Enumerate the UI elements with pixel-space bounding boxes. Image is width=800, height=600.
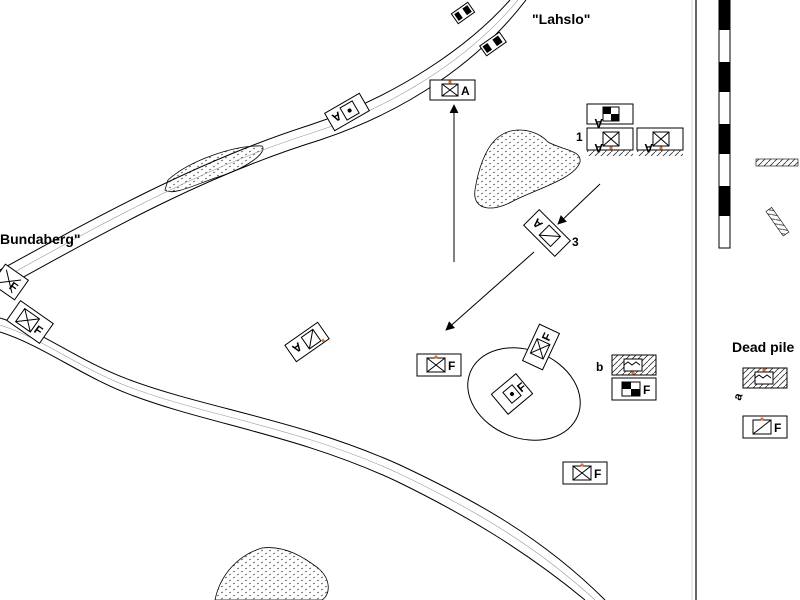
unit-counter-icon: F: [521, 323, 561, 371]
unit-counter-icon: F: [416, 353, 462, 377]
legend-marker: a: [730, 391, 746, 402]
unit-letter: A: [594, 141, 603, 155]
arrow-icon: [557, 183, 601, 225]
place-label-lahslo: "Lahslo": [532, 11, 590, 27]
unit-counter-icon: A: [636, 127, 684, 156]
unit-counter-icon: F: [490, 373, 534, 415]
wooded-area: [164, 145, 264, 193]
arrow-icon: [445, 251, 535, 331]
wooded-area: [474, 129, 581, 209]
debris-piece: [755, 158, 799, 167]
unit-letter: F: [774, 421, 781, 435]
unit-counter-icon: A: [522, 208, 572, 258]
debris-piece: [765, 207, 790, 237]
house-icon: [450, 1, 476, 25]
unit-counter-icon: A: [586, 127, 634, 156]
house-icon: [479, 31, 507, 57]
unit-counter-icon: F: [742, 415, 788, 439]
unit-counter-icon: [611, 354, 657, 376]
unit-counter-icon: F: [611, 377, 657, 401]
unit-letter: A: [461, 84, 470, 98]
unit-counter-icon: [742, 367, 788, 389]
unit-counter-icon: A: [586, 103, 634, 130]
unit-letter: F: [448, 359, 455, 373]
unit-counter-icon: A: [284, 321, 330, 363]
scale-bar-icon: [718, 0, 731, 249]
road-upper: [0, 0, 527, 291]
legend-title: Dead pile: [732, 339, 794, 355]
unit-letter: F: [594, 467, 601, 481]
unit-letter: F: [643, 383, 650, 397]
unit-counter-icon: F: [6, 300, 54, 344]
unit-counter-icon: F: [0, 263, 30, 301]
wooded-area: [214, 547, 329, 600]
marker-label: 1: [576, 130, 583, 144]
unit-letter: A: [594, 116, 603, 130]
unit-letter: A: [644, 141, 653, 155]
marker-label: b: [596, 360, 603, 374]
unit-counter-icon: A: [429, 79, 476, 101]
place-label-bundaberg: Bundaberg": [0, 231, 81, 247]
road-lower: [0, 317, 606, 600]
unit-counter-icon: A: [323, 92, 371, 132]
unit-counter-icon: F: [562, 461, 608, 485]
marker-label: 3: [572, 235, 579, 249]
